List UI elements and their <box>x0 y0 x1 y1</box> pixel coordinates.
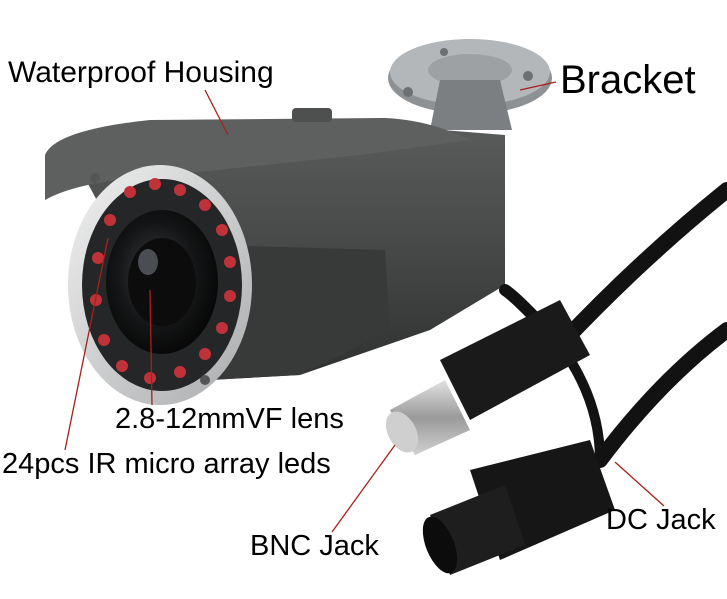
leader-lines <box>64 81 665 533</box>
label-bracket: Bracket <box>560 58 696 102</box>
dc-connector <box>422 440 615 575</box>
bnc-connector <box>385 300 590 455</box>
label-ir-leds: 24pcs IR micro array leds <box>2 448 331 480</box>
bracket <box>388 39 552 130</box>
cables <box>499 182 727 468</box>
label-dc-jack: DC Jack <box>606 504 716 536</box>
ir-led-ring <box>90 178 236 384</box>
label-bnc-jack: BNC Jack <box>250 530 379 562</box>
camera-front-bezel <box>68 165 252 405</box>
label-lens: 2.8-12mmVF lens <box>115 403 344 435</box>
label-waterproof-housing: Waterproof Housing <box>8 56 274 89</box>
